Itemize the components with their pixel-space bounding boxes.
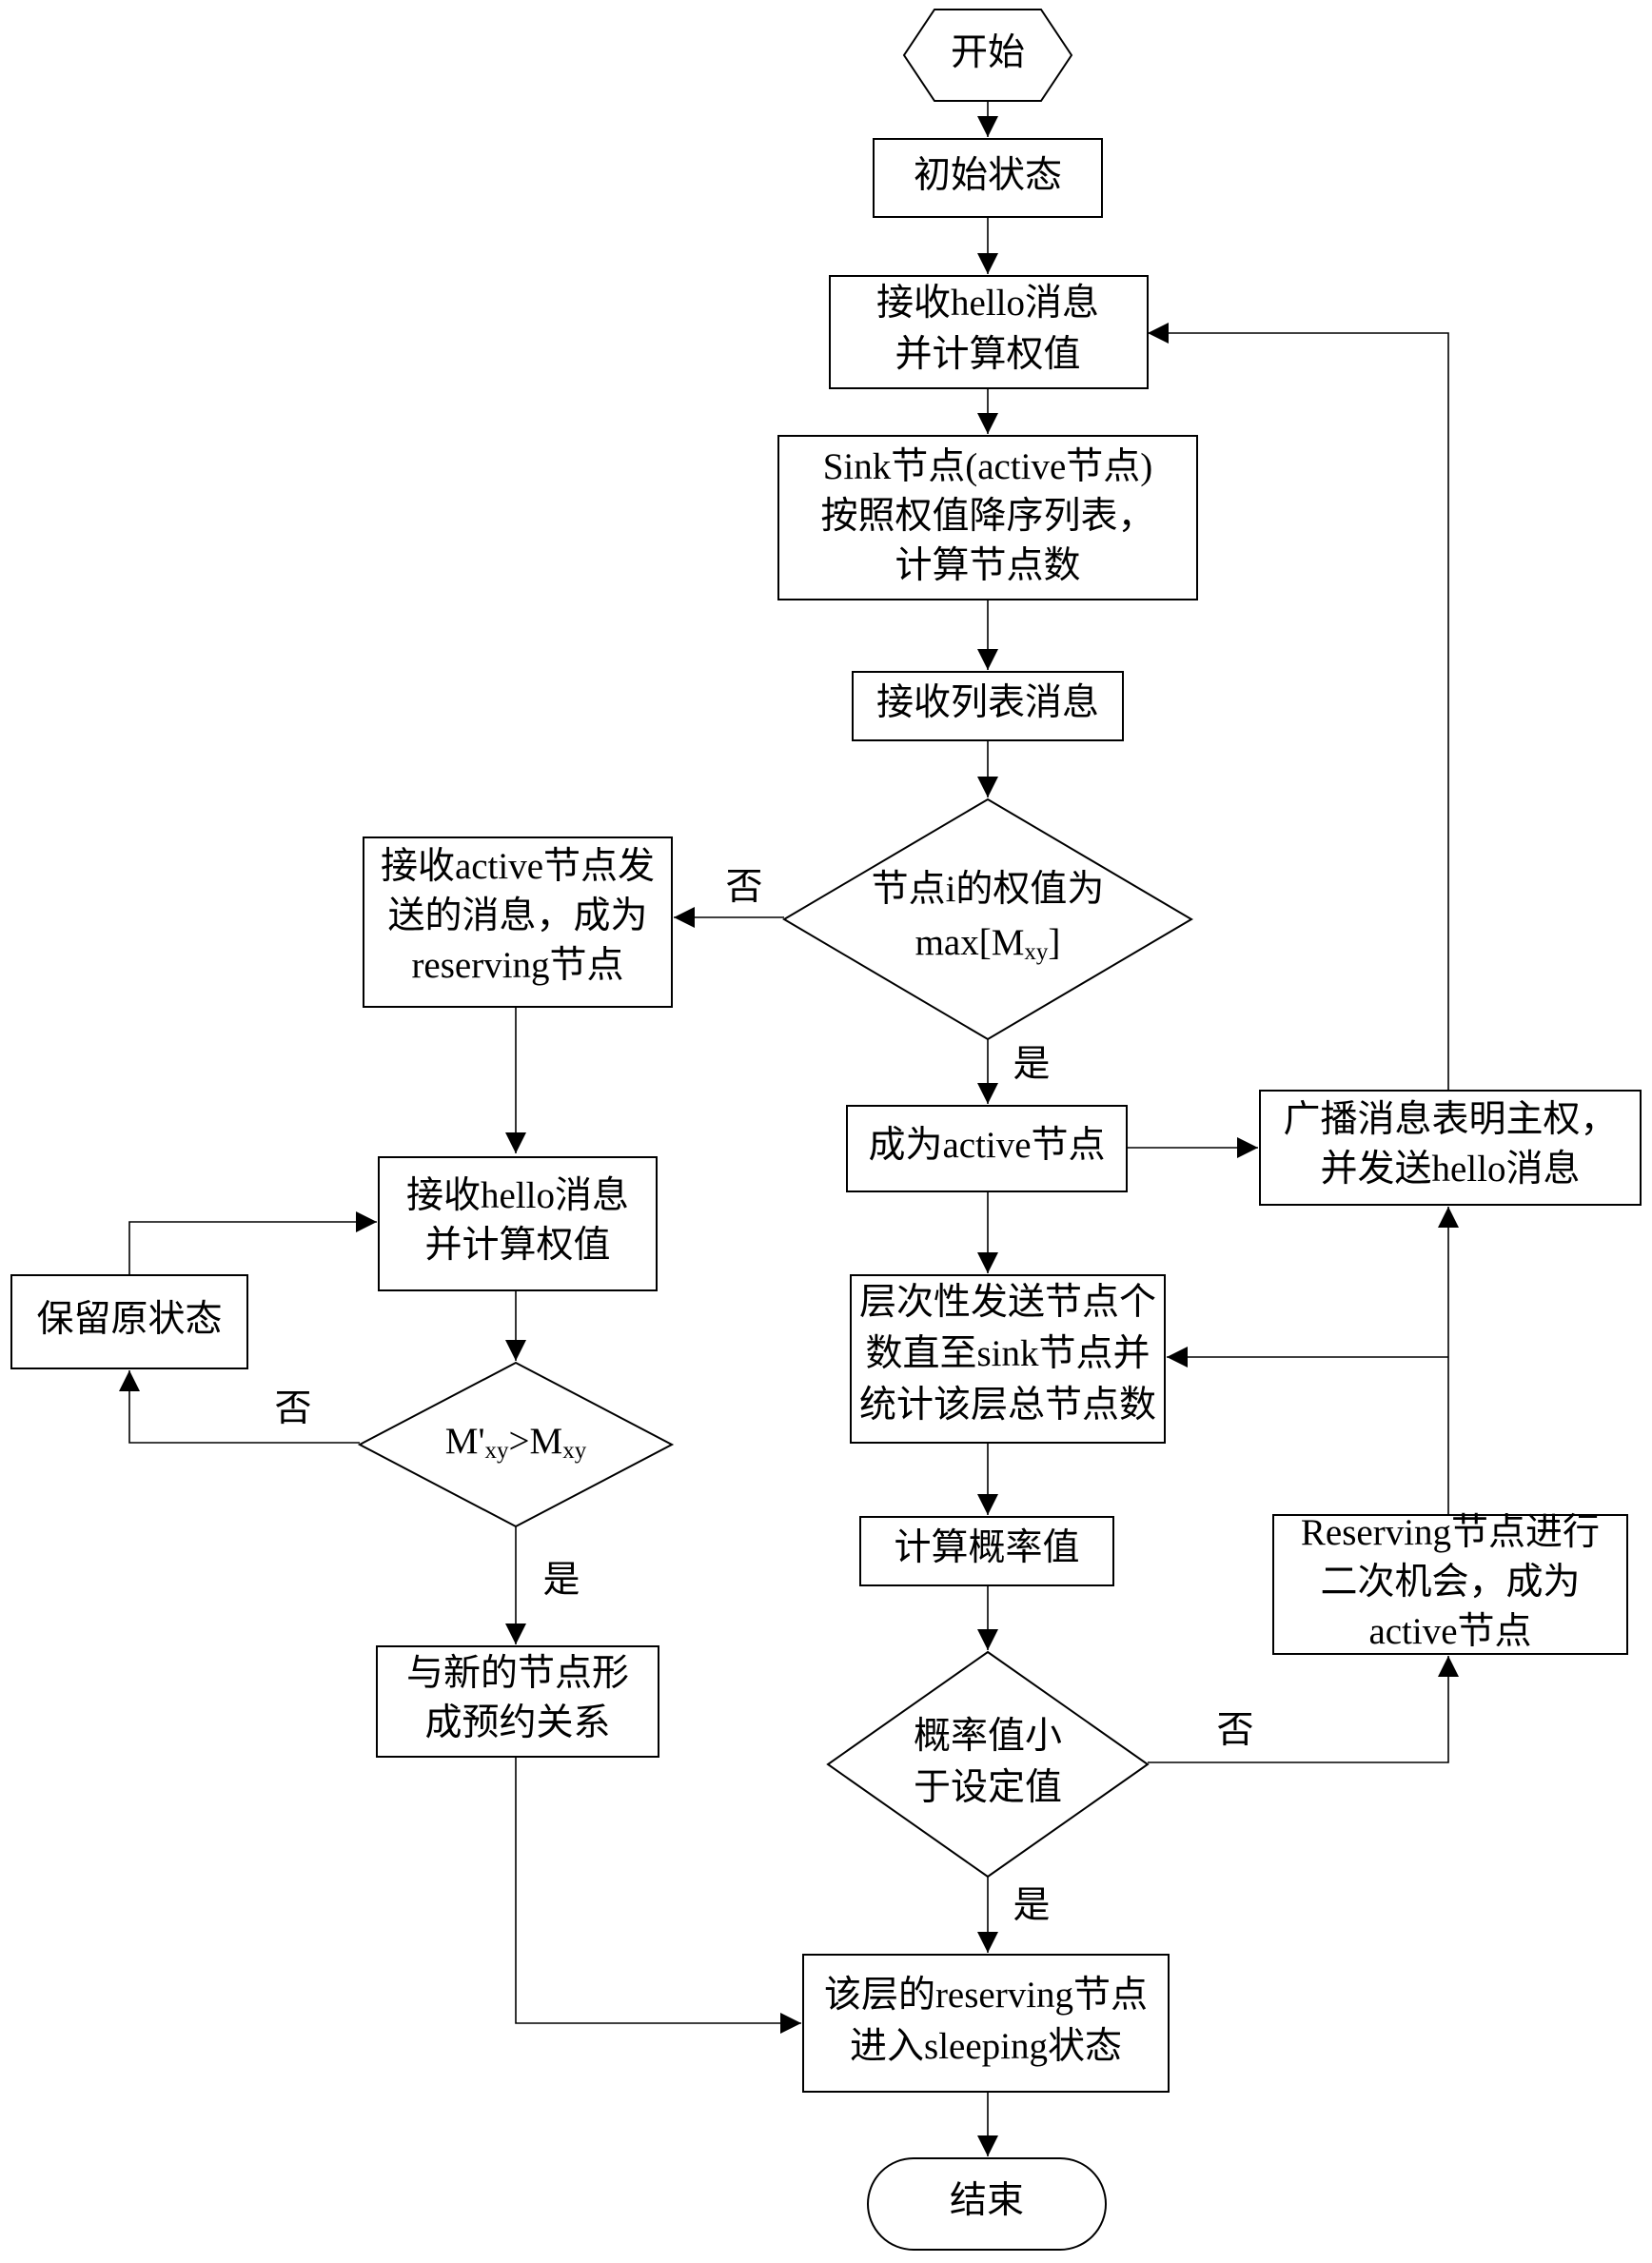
label-max-no: 否 (725, 867, 762, 908)
become-active-node: 成为active节点 (847, 1106, 1127, 1191)
sink-sort-node: Sink节点(active节点) 按照权值降序列表， 计算节点数 (778, 436, 1197, 600)
end-label: 结束 (950, 2180, 1024, 2221)
sleep-line-1: 该层的reserving节点 (824, 1975, 1148, 2016)
second-chance-node: Reserving节点进行 二次机会，成为 active节点 (1273, 1512, 1627, 1654)
second-chance-line-2: 二次机会，成为 (1320, 1562, 1580, 1603)
decision-m-b-subscript: xy (562, 1438, 587, 1464)
broadcast-node: 广播消息表明主权， 并发送hello消息 (1260, 1091, 1641, 1205)
decision-max-suffix: ] (1048, 922, 1060, 963)
recv-hello-left-node: 接收hello消息 并计算权值 (379, 1157, 657, 1290)
decision-m-a: M' (445, 1421, 485, 1462)
label-prob-no: 否 (1216, 1710, 1253, 1751)
keep-state-label: 保留原状态 (36, 1299, 222, 1340)
sink-sort-line-2: 按照权值降序列表， (820, 496, 1154, 537)
recv-hello-left-line-2: 并计算权值 (424, 1225, 610, 1266)
init-state-node: 初始状态 (874, 139, 1102, 217)
decision-m-node: M'xy>Mxy (360, 1363, 672, 1526)
edge-form-reserve-to-sleep (516, 1757, 801, 2023)
sink-sort-line-1: Sink节点(active节点) (823, 446, 1153, 487)
start-node: 开始 (904, 10, 1072, 101)
decision-max-node: 节点i的权值为 max[Mxy] (784, 799, 1191, 1039)
end-node: 结束 (868, 2158, 1106, 2250)
decision-m-operator: >M (509, 1421, 563, 1462)
label-max-yes: 是 (1013, 1044, 1050, 1085)
label-m-no: 否 (274, 1388, 311, 1429)
layer-send-line-1: 层次性发送节点个 (859, 1282, 1156, 1323)
edges (129, 101, 1448, 2156)
decision-prob-node: 概率值小 于设定值 (828, 1652, 1148, 1877)
edge-decision-m-no (129, 1370, 360, 1443)
decision-max-line-1: 节点i的权值为 (872, 869, 1105, 910)
recv-hello-line-2: 并计算权值 (895, 334, 1080, 375)
become-reserving-node: 接收active节点发 送的消息，成为 reserving节点 (364, 837, 672, 1007)
edge-decision-prob-no (1148, 1656, 1448, 1762)
layer-send-line-2: 数直至sink节点并 (865, 1333, 1150, 1374)
second-chance-line-1: Reserving节点进行 (1301, 1512, 1600, 1553)
recv-list-node: 接收列表消息 (853, 672, 1123, 740)
decision-max-prefix: max[M (915, 922, 1025, 963)
become-reserving-line-3: reserving节点 (411, 945, 623, 986)
broadcast-line-1: 广播消息表明主权， (1283, 1099, 1617, 1140)
sleep-node: 该层的reserving节点 进入sleeping状态 (803, 1955, 1169, 2092)
label-prob-yes: 是 (1013, 1885, 1050, 1926)
recv-hello-node: 接收hello消息 并计算权值 (830, 276, 1148, 388)
edge-keep-state-to-recv-hello-left (129, 1222, 377, 1275)
form-reserve-line-2: 成预约关系 (424, 1702, 610, 1743)
form-reserve-node: 与新的节点形 成预约关系 (377, 1646, 659, 1757)
broadcast-line-2: 并发送hello消息 (1321, 1149, 1581, 1190)
decision-max-subscript: xy (1024, 939, 1049, 965)
decision-m-a-subscript: xy (485, 1438, 510, 1464)
label-m-yes: 是 (542, 1560, 580, 1601)
become-active-label: 成为active节点 (868, 1125, 1105, 1166)
decision-prob-line-1: 概率值小 (914, 1716, 1062, 1757)
calc-prob-label: 计算概率值 (894, 1527, 1079, 1568)
second-chance-line-3: active节点 (1368, 1611, 1531, 1652)
form-reserve-line-1: 与新的节点形 (406, 1653, 629, 1694)
init-state-label: 初始状态 (914, 155, 1062, 196)
recv-list-label: 接收列表消息 (876, 682, 1099, 723)
decision-prob-line-2: 于设定值 (914, 1767, 1062, 1808)
layer-send-node: 层次性发送节点个 数直至sink节点并 统计该层总节点数 (851, 1275, 1165, 1443)
keep-state-node: 保留原状态 (11, 1275, 247, 1368)
start-label: 开始 (951, 32, 1025, 73)
recv-hello-line-1: 接收hello消息 (876, 283, 1099, 324)
become-reserving-line-2: 送的消息，成为 (387, 895, 647, 936)
calc-prob-node: 计算概率值 (860, 1517, 1113, 1585)
recv-hello-left-line-1: 接收hello消息 (406, 1175, 629, 1216)
sink-sort-line-3: 计算节点数 (895, 545, 1080, 586)
become-reserving-line-1: 接收active节点发 (381, 846, 655, 887)
layer-send-line-3: 统计该层总节点数 (859, 1385, 1156, 1426)
sleep-line-2: 进入sleeping状态 (850, 2026, 1122, 2067)
